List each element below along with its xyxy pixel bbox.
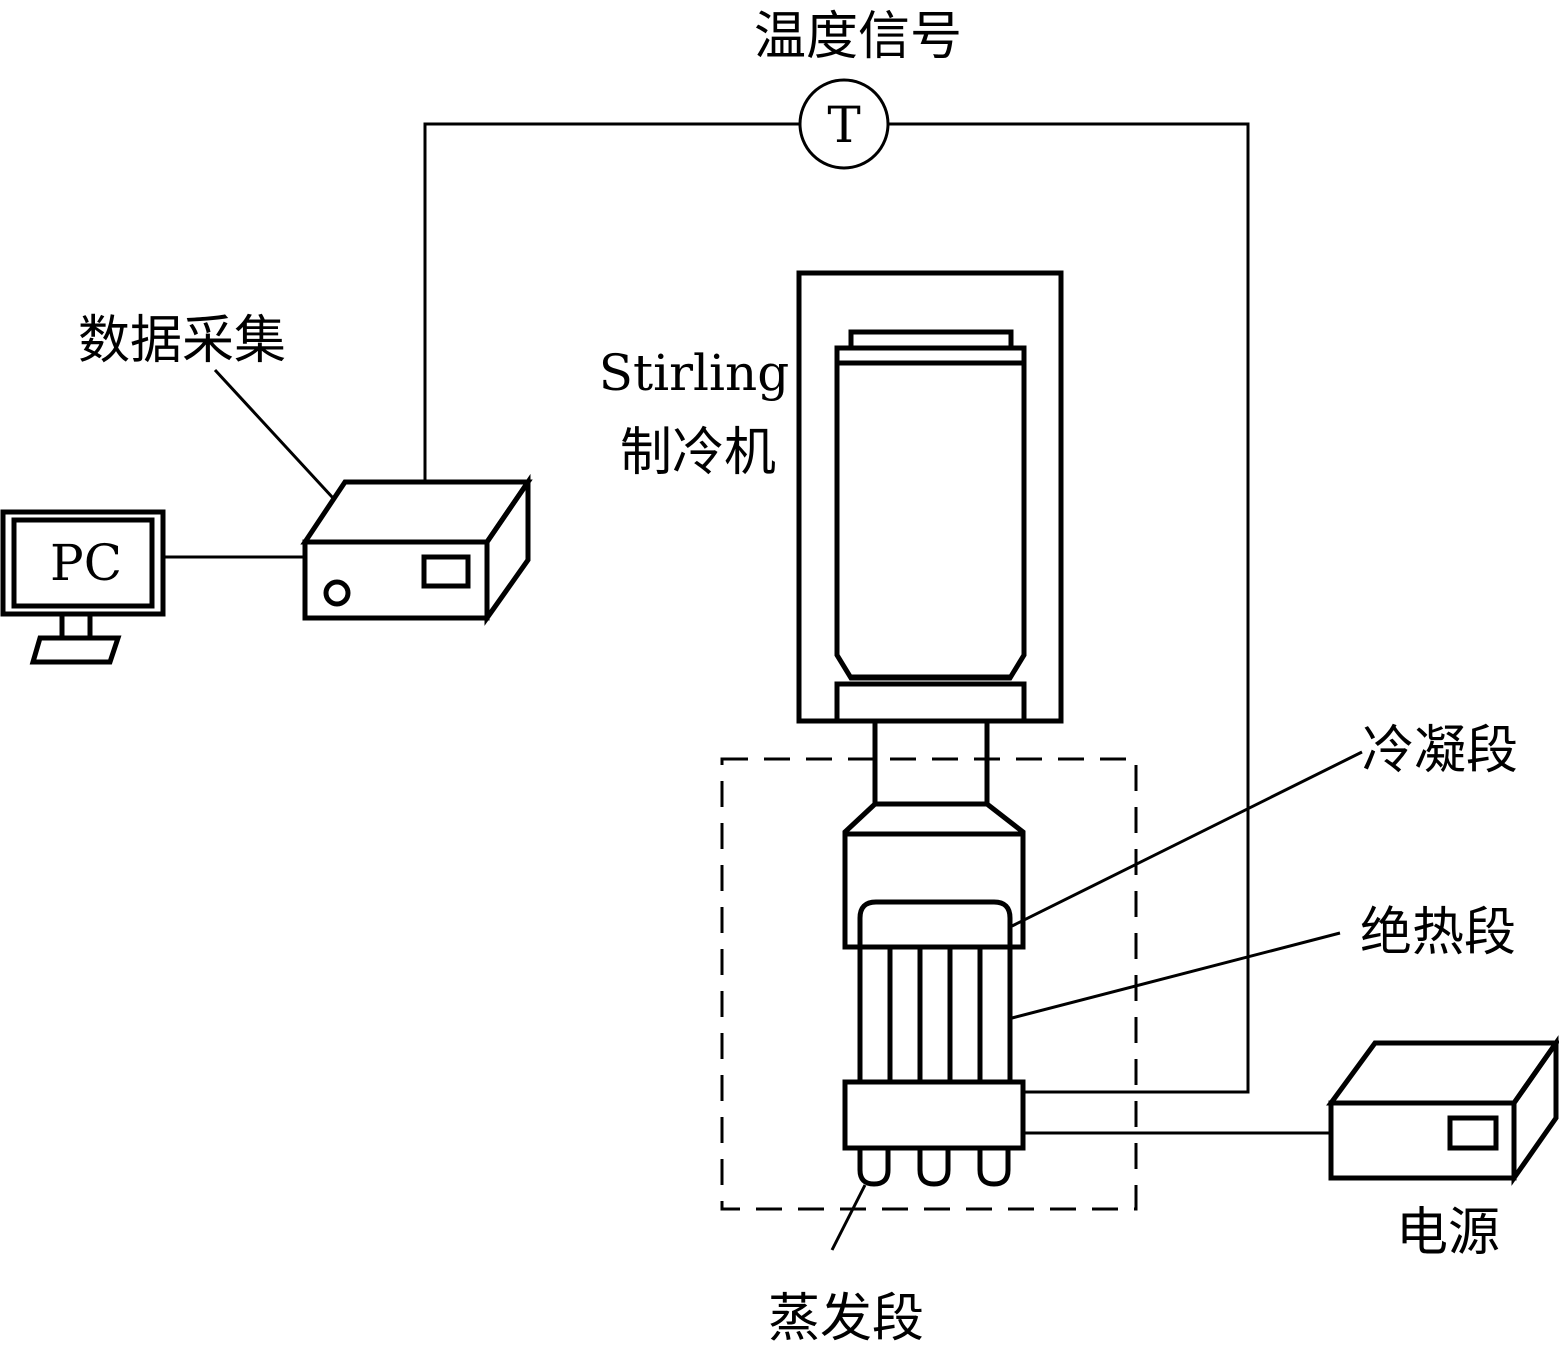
power-supply-icon [1326, 1035, 1559, 1186]
cold-finger [842, 721, 1026, 950]
adiabatic-section-label: 绝热段 [1360, 903, 1516, 963]
evaporator-section-label: 蒸发段 [768, 1289, 924, 1349]
adiabatic-leader-line [1011, 931, 1341, 1020]
condenser-leader-line [1011, 750, 1363, 928]
temperature-signal-label: 温度信号 [754, 7, 962, 67]
stirling-cooler-icon [796, 270, 1064, 724]
heat-pipe-icon [842, 899, 1026, 1187]
cooler-label: 制冷机 [620, 423, 776, 483]
data-acquisition-leader-line [213, 368, 335, 500]
evaporator-leader-line [830, 1184, 867, 1251]
pc-monitor-icon: PC [0, 509, 166, 665]
pc-label: PC [50, 534, 122, 592]
temperature-signal-wire [423, 122, 1250, 1094]
power-supply-label: 电源 [1396, 1203, 1500, 1263]
stirling-label: Stirling [599, 344, 789, 402]
condenser-section-label: 冷凝段 [1362, 721, 1518, 781]
test-section-boundary [720, 757, 1138, 1211]
thermocouple-label: T [827, 96, 860, 154]
data-acquisition-label: 数据采集 [78, 311, 286, 371]
data-acquisition-device-icon [300, 473, 533, 626]
thermocouple-icon: T [798, 78, 890, 170]
